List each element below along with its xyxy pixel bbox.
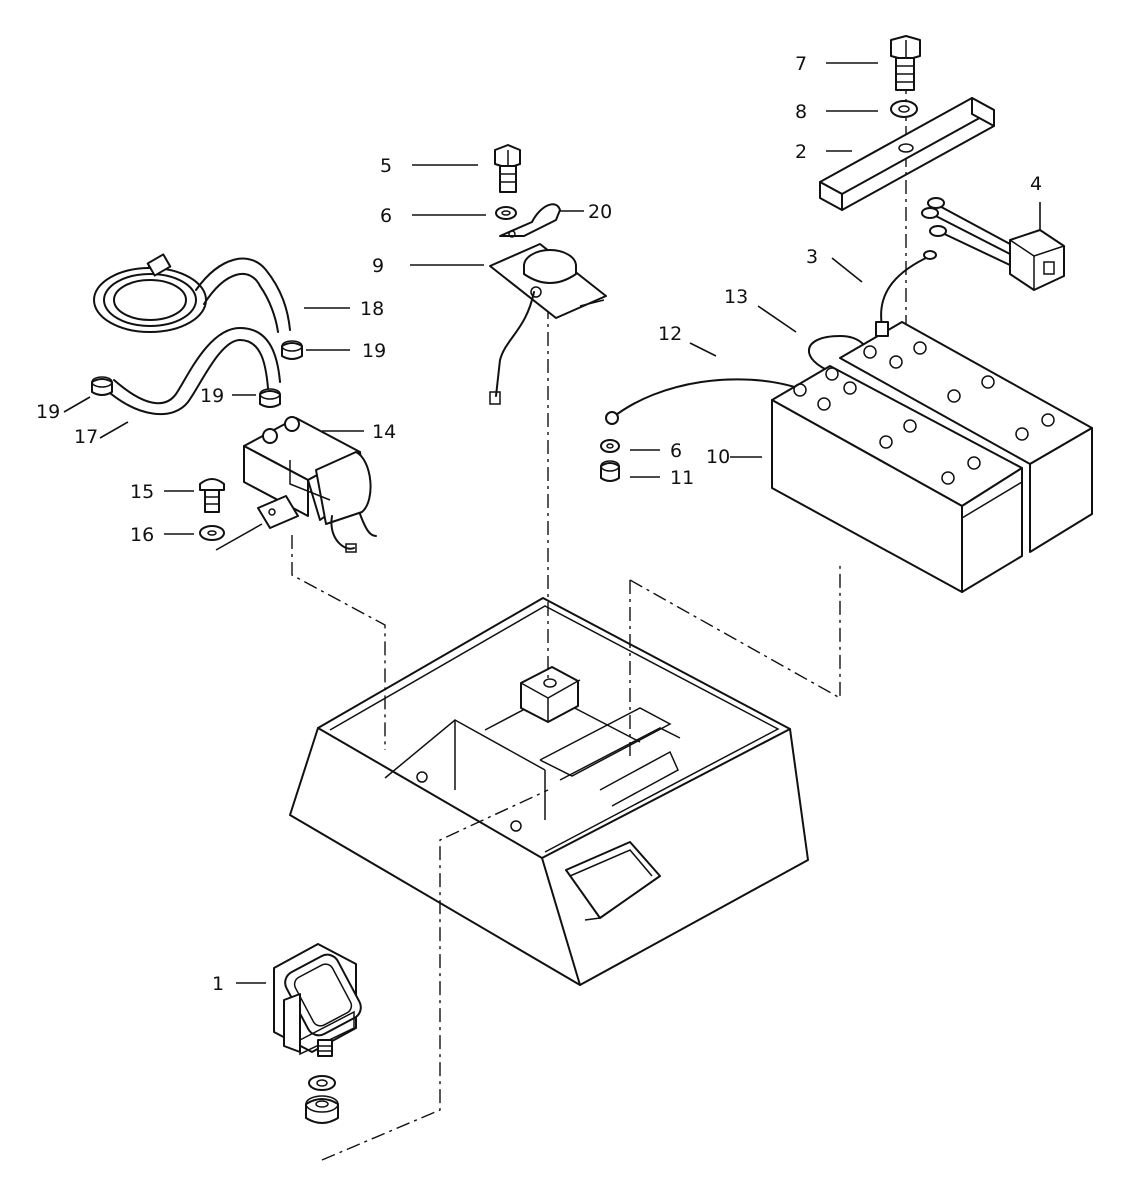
battery-box-housing (289, 597, 809, 986)
part-3-cable (880, 250, 937, 327)
callout-3: 3 (806, 246, 818, 268)
part-12-cable (605, 378, 799, 425)
part-5-bolt (494, 144, 521, 193)
callout-1: 1 (212, 973, 224, 995)
callout-11: 11 (670, 467, 694, 489)
front-vent (565, 841, 661, 921)
callout-10: 9 (372, 255, 384, 277)
callout-4: 4 (1030, 173, 1042, 195)
part-20-clip (499, 203, 561, 238)
callout-16: 16 (130, 524, 154, 546)
battery-posts (793, 341, 1055, 485)
callout-8: 8 (795, 101, 807, 123)
part-19-clamp-middle (259, 388, 281, 408)
part-10-relay (489, 243, 607, 405)
part-15-bolt (199, 478, 225, 513)
callout-19-left: 19 (36, 401, 60, 423)
part-14-block (243, 416, 377, 553)
callout-20: 20 (588, 201, 612, 223)
part-11-nut (600, 460, 620, 482)
callout-18: 18 (360, 298, 384, 320)
part-2-holddown-bar (819, 97, 995, 211)
callout-19-upper: 19 (362, 340, 386, 362)
callout-2: 2 (795, 141, 807, 163)
part-7-bolt (890, 35, 921, 91)
callout-13: 13 (724, 286, 748, 308)
part-8-washer (890, 100, 918, 118)
leader-lines (63, 62, 1041, 984)
part-6-washer-lower (600, 439, 620, 453)
part-4-connector (921, 197, 1065, 291)
part-18-hose (93, 253, 291, 333)
part-9-batteries (771, 321, 1093, 593)
part-19-clamp-left (91, 376, 113, 396)
callout-6-lower: 6 (670, 440, 682, 462)
part-16-washer (199, 523, 263, 551)
callout-5: 5 (380, 155, 392, 177)
callout-14: 14 (372, 421, 396, 443)
callout-15: 15 (130, 481, 154, 503)
inner-bracket (520, 666, 579, 723)
callout-17: 17 (74, 426, 98, 448)
assembly-dash-lines (291, 72, 907, 1161)
part-17-hose (103, 327, 281, 416)
callout-9: 10 (706, 446, 730, 468)
part-6-washer-upper (495, 206, 517, 220)
callout-labels: 7 8 2 4 5 6 20 9 3 13 12 18 19 19 19 17 … (36, 53, 1042, 995)
callout-12: 12 (658, 323, 682, 345)
callout-7: 7 (795, 53, 807, 75)
part-19-clamp-upper (281, 340, 303, 360)
part-1-work-light (273, 943, 362, 1124)
callout-19-middle: 19 (200, 385, 224, 407)
callout-6-upper: 6 (380, 205, 392, 227)
